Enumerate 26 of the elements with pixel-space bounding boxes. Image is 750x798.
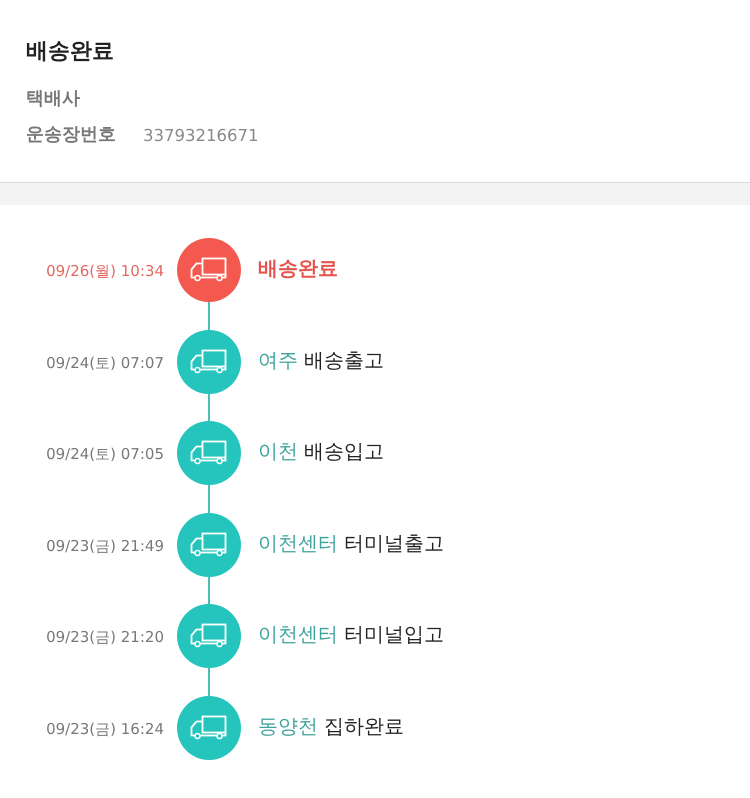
connector-line [208, 668, 210, 696]
heading: 배송완료 [26, 36, 114, 64]
timestamp: 09/23(금) 21:20 [46, 627, 164, 647]
location-text: 이천센터 [258, 623, 338, 648]
timestamp: 09/24(토) 07:05 [46, 444, 164, 464]
status-text: 집하완료 [324, 715, 404, 740]
timestamp: 09/23(금) 16:24 [46, 719, 164, 739]
field-label: 택배사 [26, 86, 80, 110]
location-text: 동양천 [258, 715, 318, 740]
connector-line [208, 302, 210, 330]
field-label: 운송장번호 [26, 122, 116, 146]
status-text: 터미널입고 [344, 623, 444, 648]
tracking-number: 33793216671 [143, 124, 258, 146]
location-text: 여주 [258, 349, 298, 374]
timestamp: 09/26(월) 10:34 [46, 261, 164, 281]
connector-line [208, 577, 210, 604]
status-text: 배송출고 [304, 349, 384, 374]
location-text: 이천센터 [258, 532, 338, 557]
status-text: 터미널출고 [344, 532, 444, 557]
status-text: 배송입고 [304, 440, 384, 465]
connector-line [208, 485, 210, 513]
location-text: 이천 [258, 440, 298, 465]
status-text: 배송완료 [258, 257, 338, 282]
timestamp: 09/24(토) 07:07 [46, 353, 164, 373]
connector-line [208, 394, 210, 421]
timestamp: 09/23(금) 21:49 [46, 536, 164, 556]
